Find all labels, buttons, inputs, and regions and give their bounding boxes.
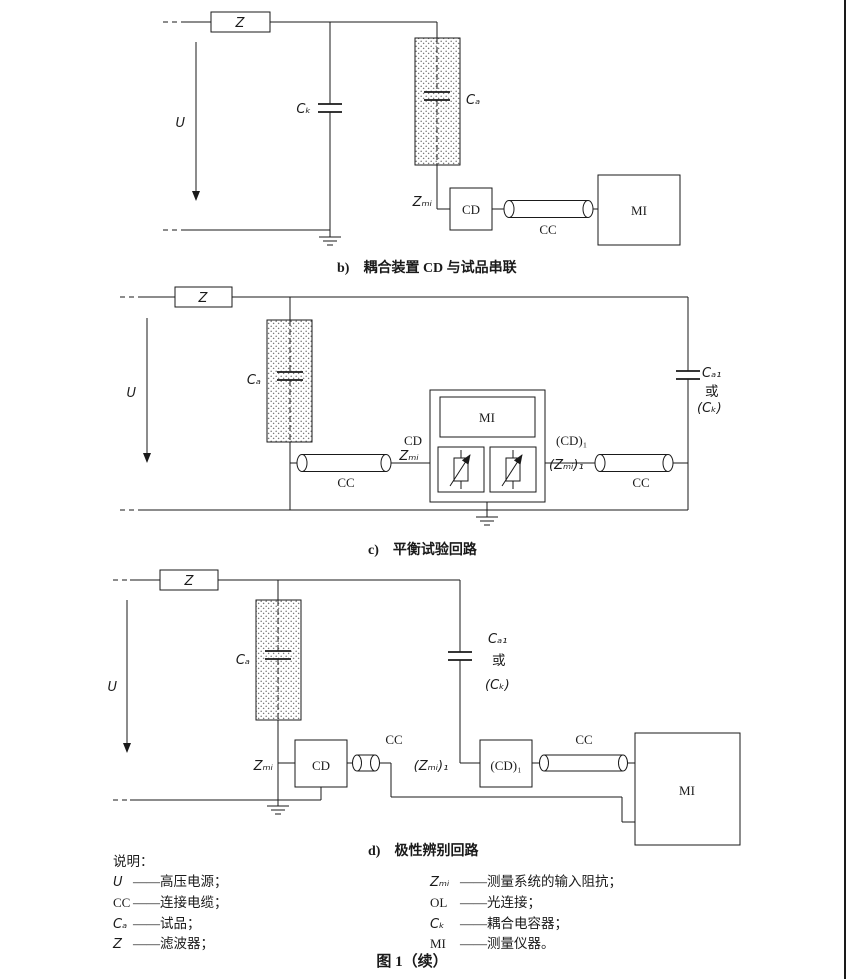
ground-icon [476,510,498,526]
ck-paren-label: (Cₖ) [697,401,722,416]
ground-icon [319,230,341,246]
ck-paren-label: (Cₖ) [485,678,510,693]
zmi-label: Zₘᵢ [398,449,419,464]
zmi1-label: (Zₘᵢ)₁ [414,759,449,774]
coupling-device-box [449,187,493,231]
wires [120,296,689,511]
measuring-instrument-box [439,396,536,438]
diagram-c: Z U Cₐ CC CD Zₘᵢ MI [120,286,722,558]
legend-sym: CC [113,895,130,910]
cd1-label: (CD)₁ [556,433,587,448]
legend-text: ——测量系统的输入阻抗； [459,874,622,890]
ck-label: Cₖ [296,102,311,117]
diagram-d: Z U Cₐ Cₐ₁ 或 (Cₖ) Zₘᵢ CD CC [107,569,741,859]
filter-z-label: Z [198,291,209,306]
cable-icon [296,454,392,472]
filter-z-box [159,569,219,591]
mi-label: MI [679,783,695,798]
caption-b: b) 耦合装置 CD 与试品串联 [337,259,518,276]
legend-title: 说明： [113,854,154,869]
ca-label: Cₐ [236,653,250,668]
diagram-b: Z U Cₖ Cₐ Zₘᵢ CD CC MI [163,11,681,276]
voltage-label: U [107,680,117,695]
measuring-instrument-box [597,174,681,246]
voltage-label: U [175,116,185,131]
cable-icon [352,754,380,772]
coupling-capacitor-icon [318,103,342,113]
mi-label: MI [631,203,647,218]
legend-text: ——滤波器； [132,936,214,952]
cd-label: CD [462,202,480,217]
test-object-box [255,599,302,721]
caption-d: d) 极性辨别回路 [368,842,479,859]
ca-label: Cₐ [247,373,261,388]
filter-z-box [174,286,233,308]
caption-c: c) 平衡试验回路 [368,541,478,558]
legend-sym: Z [112,937,123,952]
legend-text: ——高压电源； [132,873,228,890]
wires [163,21,598,231]
figure-caption: 图 1（续） [376,952,447,970]
zmi-label: Zₘᵢ [412,195,433,210]
legend-sym: MI [430,936,446,951]
filter-z-label: Z [184,574,195,589]
zmi1-label: (Zₘᵢ)₁ [549,458,584,473]
coupling-device-1-box [479,739,533,788]
legend-sym: Cₐ [113,917,127,932]
cd1-label: (CD)₁ [490,758,521,773]
legend-text: ——试品； [132,916,201,932]
legend-text: ——光连接； [459,894,541,911]
legend-text: ——测量仪器。 [459,936,555,951]
cc-left-label: CC [385,732,402,747]
measuring-instrument-box [634,732,741,846]
or-label: 或 [492,653,506,668]
legend-sym: Cₖ [430,917,445,932]
wires [113,579,635,823]
legend-sym: Zₘᵢ [429,875,450,890]
cc-left-label: CC [337,475,354,490]
variable-impedance-icon [489,446,537,493]
filter-z-box [210,11,271,33]
legend-sym: U [113,875,123,890]
test-object-box [266,319,313,443]
cc-right-label: CC [575,732,592,747]
ca1-label: Cₐ₁ [702,366,721,381]
cc-right-label: CC [632,475,649,490]
legend: 说明： U ——高压电源； CC ——连接电缆； Cₐ ——试品； Z ——滤波… [112,854,622,952]
filter-z-label: Z [235,16,246,31]
coupling-device-box [294,739,348,788]
ground-icon [267,800,289,815]
coupling-capacitor-icon [448,651,472,661]
ca-label: Cₐ [466,93,480,108]
legend-sym: OL [430,895,447,910]
voltage-label: U [126,386,136,401]
coupling-capacitor-icon [676,370,700,380]
cable-icon [503,200,594,218]
test-object-box [414,37,461,166]
ca1-label: Cₐ₁ [488,632,507,647]
or-label: 或 [705,384,719,399]
cd-label: CD [404,433,422,448]
zmi-label: Zₘᵢ [253,759,274,774]
cable-icon [539,754,628,772]
legend-text: ——连接电缆； [132,894,228,911]
cable-icon [594,454,674,472]
legend-text: ——耦合电容器； [459,915,568,932]
mi-label: MI [479,410,495,425]
cc-label: CC [539,222,556,237]
variable-impedance-icon [437,446,485,493]
cd-label: CD [312,758,330,773]
